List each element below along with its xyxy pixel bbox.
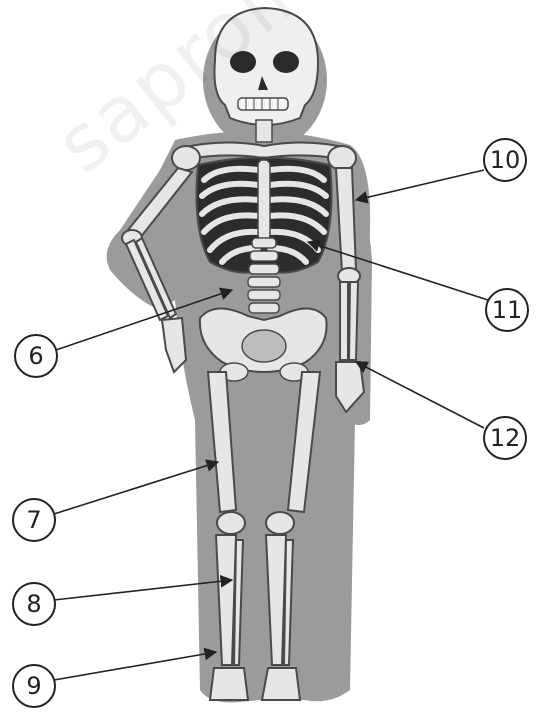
label-11: 11 [486, 289, 528, 331]
leader-9 [54, 652, 216, 680]
label-8: 8 [13, 583, 55, 625]
leader-7 [54, 462, 218, 514]
svg-text:11: 11 [492, 296, 523, 324]
label-12: 12 [484, 417, 526, 459]
label-9: 9 [13, 665, 55, 707]
label-10: 10 [484, 139, 526, 181]
label-6: 6 [15, 335, 57, 377]
svg-text:12: 12 [490, 424, 521, 452]
leader-12 [356, 362, 484, 428]
svg-text:6: 6 [28, 342, 43, 370]
svg-text:7: 7 [26, 506, 41, 534]
svg-text:8: 8 [26, 590, 41, 618]
svg-text:9: 9 [26, 672, 41, 700]
svg-text:10: 10 [490, 146, 521, 174]
label-7: 7 [13, 499, 55, 541]
leader-10 [356, 170, 484, 200]
neck [256, 120, 272, 142]
